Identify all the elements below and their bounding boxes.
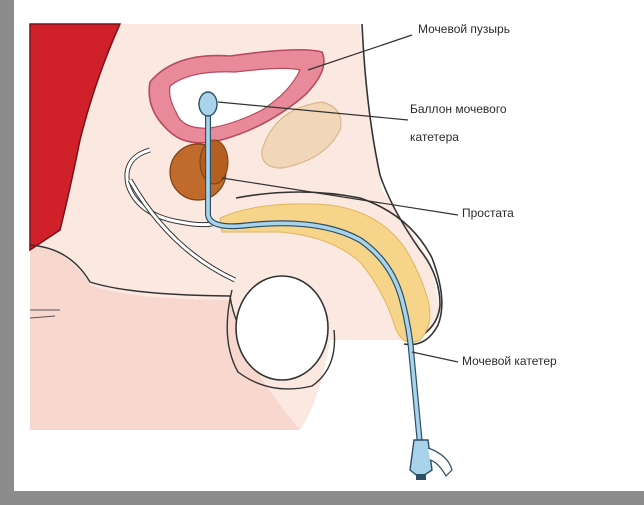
catheter-tip xyxy=(416,474,426,480)
prostate-lobe xyxy=(200,140,228,184)
leader-catheter xyxy=(412,352,458,362)
testicle xyxy=(236,276,328,380)
catheter-connector xyxy=(410,440,432,478)
label-bladder: Мочевой пузырь xyxy=(418,22,510,37)
catheter-balloon xyxy=(199,92,217,116)
label-balloon-line2: катетера xyxy=(410,130,459,145)
label-prostate: Простата xyxy=(462,206,514,221)
label-balloon-line1: Баллон мочевого xyxy=(410,102,507,117)
label-catheter: Мочевой катетер xyxy=(462,354,557,369)
